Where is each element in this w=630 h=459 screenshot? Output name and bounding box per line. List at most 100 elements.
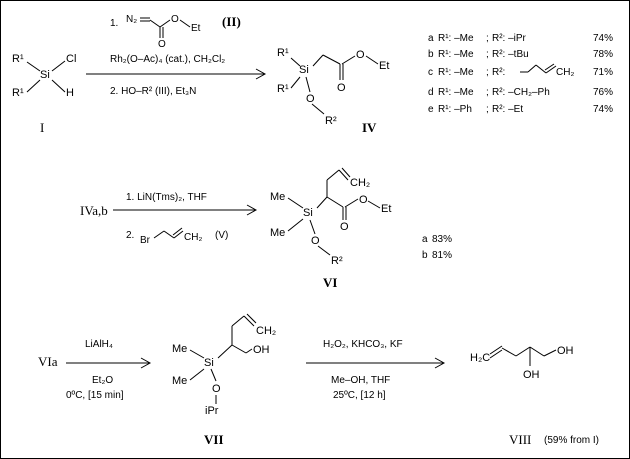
compound-IV: R¹ Si R¹ O O Et O R² IV — [277, 47, 389, 135]
atom-ch2: CH₂ — [350, 177, 370, 189]
separator: ; — [486, 87, 489, 98]
atom-br: Br — [140, 235, 151, 246]
atom-oh: OH — [253, 344, 270, 356]
arrow-1 — [86, 68, 267, 80]
entry-yield: 78% — [593, 49, 613, 60]
separator: ; — [486, 49, 489, 60]
atom-r1: R¹ — [277, 47, 289, 59]
entry-r2: R²: –iPr — [492, 33, 527, 44]
atom-h: H — [66, 87, 74, 99]
reagent-h2o2: H₂O₂, KHCO₃, KF — [323, 339, 403, 350]
atom-o: O — [359, 194, 368, 206]
atom-ch2: CH₂ — [184, 232, 202, 243]
entry-r2: R²: –tBu — [492, 49, 529, 60]
entry-r2: R²: –Et — [492, 104, 523, 115]
atom-r1: R¹ — [277, 83, 289, 95]
atom-me: Me — [270, 191, 285, 203]
atom-o: O — [311, 235, 320, 247]
result-row-b: b R¹: –Me ; R²: –tBu 78% — [428, 49, 613, 60]
conditions-text: 0ºC, [15 min] — [66, 390, 124, 401]
separator: ; — [486, 104, 489, 115]
entry-letter: a — [428, 33, 434, 44]
compound-VIII: H₂C OH OH VIII (59% from I) — [470, 345, 599, 447]
atom-o: O — [171, 14, 179, 25]
atom-si: Si — [303, 207, 313, 219]
compound-I: R¹ Si Cl R¹ H I — [12, 53, 76, 135]
entry-letter: b — [428, 49, 434, 60]
step1-text: 1. LiN(Tms)₂, THF — [126, 192, 207, 203]
atom-oh: OH — [523, 369, 540, 381]
atom-si: Si — [40, 69, 50, 81]
reaction1-reagents: 1. N₂ O O Et (II) Rh₂(O–Ac)₄ (cat.), CH₂… — [110, 14, 241, 97]
atom-o: O — [340, 221, 349, 233]
atom-r2: R² — [325, 115, 337, 127]
reagent-meoh: Me–OH, THF — [331, 375, 390, 386]
results-table-IV: a R¹: –Me ; R²: –iPr 74% b R¹: –Me ; R²:… — [428, 33, 613, 115]
arrow-3 — [66, 357, 152, 369]
atom-et: Et — [379, 60, 389, 72]
atom-r2: R² — [331, 255, 343, 267]
atom-n2: N₂ — [126, 14, 137, 25]
atom-r1: R¹ — [12, 87, 24, 99]
entry-letter: a — [422, 234, 428, 245]
compound-label-I: I — [40, 120, 44, 135]
entry-r2: R²: –CH₂–Ph — [492, 87, 550, 98]
atom-o: O — [306, 93, 315, 105]
catalyst-text: Rh₂(O–Ac)₄ (cat.), CH₂Cl₂ — [110, 54, 225, 65]
atom-o: O — [337, 82, 346, 94]
entry-letter: d — [428, 87, 434, 98]
entry-yield: 74% — [593, 104, 613, 115]
atom-ipr: iPr — [205, 405, 219, 417]
entry-yield: 74% — [593, 33, 613, 44]
compound-VI: Me Si Me CH₂ O O Et O R² VI — [270, 167, 391, 290]
atom-me: Me — [172, 343, 187, 355]
reagent-lialh4: LiAlH₄ — [85, 339, 113, 350]
result-row-c: c R¹: –Me ; R²: CH₂ 71% — [428, 63, 613, 78]
entry-r1: R¹: –Me — [438, 33, 474, 44]
entry-letter: e — [428, 104, 434, 115]
atom-o: O — [158, 39, 166, 50]
atom-oh: OH — [557, 345, 574, 357]
atom-h2c: H₂C — [470, 352, 490, 364]
atom-o: O — [212, 383, 221, 395]
reagent-et2o: Et₂O — [92, 375, 113, 386]
atom-si: Si — [204, 357, 214, 369]
atom-ch2: CH₂ — [256, 325, 276, 337]
step2-text: 2. — [126, 230, 134, 241]
compound-label-IV: IV — [362, 120, 377, 135]
atom-me: Me — [270, 227, 285, 239]
arrow-4 — [306, 357, 446, 369]
separator: ; — [486, 67, 489, 78]
compound-label-II: (II) — [222, 14, 241, 29]
result-row-e: e R¹: –Ph ; R²: –Et 74% — [428, 104, 613, 115]
entry-letter: c — [428, 67, 433, 78]
reaction3-reagents: LiAlH₄ Et₂O 0ºC, [15 min] — [66, 339, 124, 401]
compound-label-VIa: VIa — [38, 354, 58, 369]
compound-label-VII: VII — [204, 432, 224, 447]
arrow-2 — [113, 204, 258, 216]
atom-r1: R¹ — [12, 53, 24, 65]
atom-si: Si — [299, 64, 309, 76]
entry-r1: R¹: –Me — [438, 87, 474, 98]
conditions-text: 25ºC, [12 h] — [333, 390, 386, 401]
atom-cl: Cl — [66, 53, 76, 65]
result-row-d: d R¹: –Me ; R²: –CH₂–Ph 76% — [428, 87, 613, 98]
compound-label-IVab: IVa,b — [80, 203, 108, 218]
atom-o: O — [356, 49, 365, 61]
step2-text: 2. HO–R² (III), Et₃N — [110, 86, 196, 97]
separator: ; — [486, 33, 489, 44]
reaction2-reagents: 1. LiN(Tms)₂, THF 2. Br CH₂ (V) — [126, 192, 228, 246]
atom-ch2: CH₂ — [556, 67, 574, 78]
atom-me: Me — [172, 375, 187, 387]
atom-et: Et — [191, 23, 201, 34]
compound-label-VI: VI — [323, 275, 337, 290]
atom-et: Et — [381, 203, 391, 215]
entry-yield: 76% — [593, 87, 613, 98]
entry-yield: 81% — [432, 250, 452, 261]
entry-r2: R²: — [492, 67, 505, 78]
entry-r1: R¹: –Ph — [438, 104, 472, 115]
entry-yield: 83% — [432, 234, 452, 245]
overall-yield-note: (59% from I) — [544, 435, 599, 446]
entry-r1: R¹: –Me — [438, 67, 474, 78]
